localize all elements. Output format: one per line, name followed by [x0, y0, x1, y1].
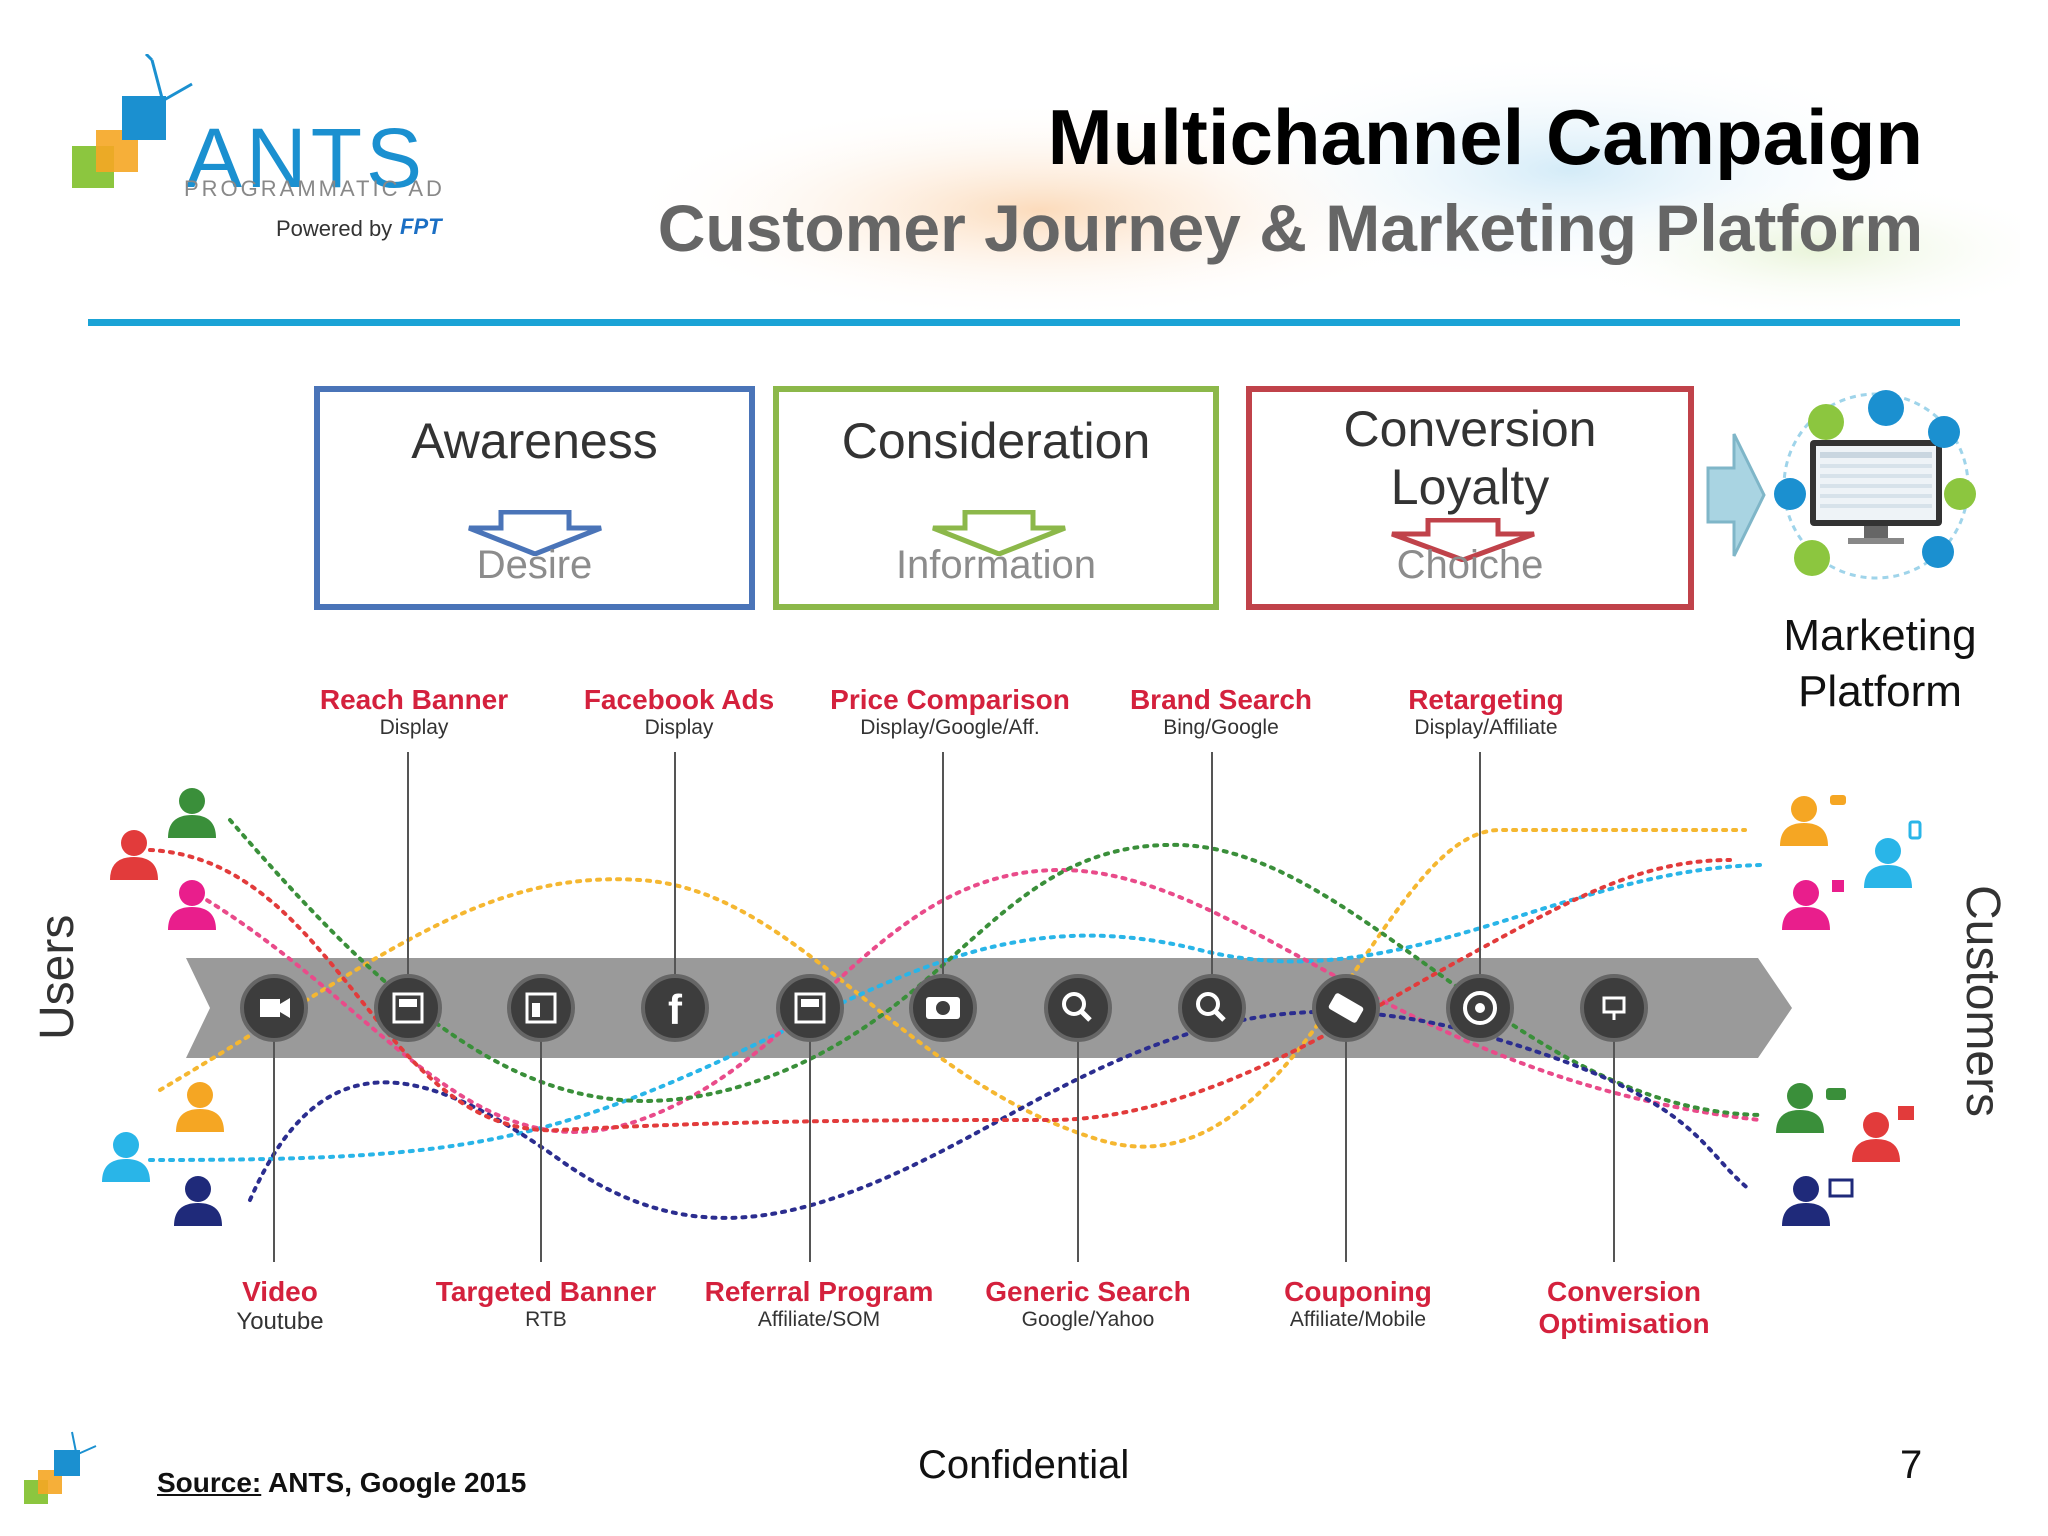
- customers-label: Customers: [1956, 885, 2009, 1118]
- marketing-platform-label: Marketing Platform: [1750, 608, 2010, 720]
- logo-name: ANTS: [186, 111, 427, 205]
- down-arrow-icon: [468, 510, 602, 556]
- stage-subtitle: Choiche: [1396, 543, 1544, 587]
- channel-referral-program: Referral Program Affiliate/SOM: [705, 1276, 934, 1332]
- banner-icon: [507, 974, 575, 1042]
- channel-name-2: Optimisation: [1538, 1308, 1710, 1340]
- channel-name: Couponing: [1284, 1276, 1432, 1307]
- user-icon: [176, 1082, 224, 1132]
- channel-price-comparison: Price Comparison Display/Google/Aff.: [830, 684, 1070, 740]
- channel-sub: Display: [379, 716, 449, 740]
- channel-name: Conversion: [1546, 1276, 1702, 1307]
- logo-tagline: PROGRAMMATIC AD: [184, 176, 445, 201]
- channel-conversion-optimisation: Conversion Optimisation: [1538, 1276, 1709, 1340]
- marketing-platform-illustration: [1774, 390, 1976, 580]
- video-camera-icon: [240, 974, 308, 1042]
- banner-icon: [776, 974, 844, 1042]
- svg-text:f: f: [668, 986, 683, 1033]
- user-icons-left: [102, 788, 224, 1226]
- ants-logo-mark: [72, 54, 193, 188]
- channel-name: Retargeting: [1408, 684, 1564, 715]
- search-icon: [1044, 974, 1112, 1042]
- channel-couponing: Couponing Affiliate/Mobile: [1284, 1276, 1432, 1332]
- channel-sub: RTB: [525, 1308, 567, 1332]
- user-icon: [168, 880, 216, 930]
- channel-retargeting: Retargeting Display/Affiliate: [1408, 684, 1564, 740]
- channel-sub: Google/Yahoo: [1021, 1308, 1155, 1332]
- channel-name: Referral Program: [704, 1276, 934, 1307]
- channel-sub: Affiliate/Mobile: [1289, 1308, 1427, 1332]
- stage-conversion: Conversion Loyalty Choiche: [1246, 386, 1694, 610]
- customer-icon: [1782, 1176, 1854, 1226]
- channel-name: Brand Search: [1129, 684, 1313, 715]
- user-icon: [102, 1132, 150, 1182]
- customer-icon: [1782, 880, 1844, 930]
- header-glow: [620, 50, 2020, 320]
- channel-brand-search: Brand Search Bing/Google: [1130, 684, 1312, 740]
- stage-subtitle: Information: [895, 543, 1097, 587]
- down-arrow-icon: [932, 510, 1066, 556]
- channel-sub: Youtube: [236, 1308, 324, 1336]
- ants-footer-logo-mark: [24, 1431, 97, 1504]
- facebook-icon: f: [641, 974, 709, 1042]
- customer-icon: [1864, 820, 1922, 888]
- gear-icon: [1580, 974, 1648, 1042]
- page-number: 7: [1900, 1443, 1923, 1487]
- banner-icon: [374, 974, 442, 1042]
- channel-sub: Display/Google/Aff.: [860, 716, 1040, 740]
- stage-title: Consideration: [841, 413, 1151, 469]
- stage-title: Awareness: [411, 413, 658, 469]
- customer-icons-right: [1776, 795, 1922, 1226]
- channel-connectors: [273, 752, 1615, 1262]
- channel-sub: Bing/Google: [1163, 716, 1279, 740]
- target-icon: [1446, 974, 1514, 1042]
- customer-icon: [1776, 1083, 1846, 1133]
- search-icon: [1178, 974, 1246, 1042]
- money-icon: [909, 974, 977, 1042]
- channel-name: Facebook Ads: [583, 684, 775, 715]
- channel-name: Targeted Banner: [435, 1276, 657, 1307]
- header-divider: [88, 319, 1960, 326]
- customer-icon: [1852, 1106, 1914, 1162]
- right-arrow-icon: [1706, 433, 1766, 557]
- user-icon: [110, 830, 158, 880]
- channel-generic-search: Generic Search Google/Yahoo: [985, 1276, 1190, 1332]
- stage-title: Conversion: [1343, 401, 1597, 457]
- marketing-platform-line2: Platform: [1798, 667, 1962, 716]
- confidential-label: Confidential: [918, 1443, 1130, 1487]
- channel-facebook-ads: Facebook Ads Display: [584, 684, 774, 740]
- stage-title-2: Loyalty: [1390, 459, 1550, 515]
- page-title: Multichannel Campaign: [1047, 93, 1923, 181]
- down-arrow-icon: [1391, 518, 1535, 562]
- source-label: Source:: [157, 1467, 262, 1498]
- fpt-logo: FPT: [400, 214, 442, 239]
- channel-name: Video: [242, 1276, 318, 1307]
- users-label: Users: [31, 914, 84, 1040]
- channel-reach-banner: Reach Banner Display: [320, 684, 508, 740]
- journey-band: [186, 958, 1792, 1058]
- stage-consideration: Consideration Information: [773, 386, 1219, 610]
- channel-targeted-banner: Targeted Banner RTB: [436, 1276, 656, 1332]
- channel-nodes: f: [240, 974, 1648, 1042]
- source-text: ANTS, Google 2015: [261, 1467, 527, 1498]
- stage-awareness: Awareness Desire: [314, 386, 755, 610]
- marketing-platform-line1: Marketing: [1783, 611, 1977, 660]
- channel-sub: Affiliate/SOM: [757, 1308, 881, 1332]
- channel-sub: Display/Affiliate: [1414, 716, 1558, 740]
- customer-icon: [1780, 795, 1846, 846]
- channel-video: Video Youtube: [236, 1276, 323, 1336]
- channel-name: Price Comparison: [830, 684, 1070, 715]
- user-icon: [168, 788, 216, 838]
- channel-name: Reach Banner: [319, 684, 509, 715]
- powered-by-label: Powered by: [276, 216, 393, 241]
- page-subtitle: Customer Journey & Marketing Platform: [657, 191, 1923, 265]
- channel-sub: Display: [644, 716, 714, 740]
- stage-subtitle: Desire: [476, 543, 593, 587]
- channel-name: Generic Search: [985, 1276, 1191, 1307]
- source-citation: Source: ANTS, Google 2015: [157, 1467, 526, 1499]
- coupon-icon: [1312, 974, 1380, 1042]
- user-icon: [174, 1176, 222, 1226]
